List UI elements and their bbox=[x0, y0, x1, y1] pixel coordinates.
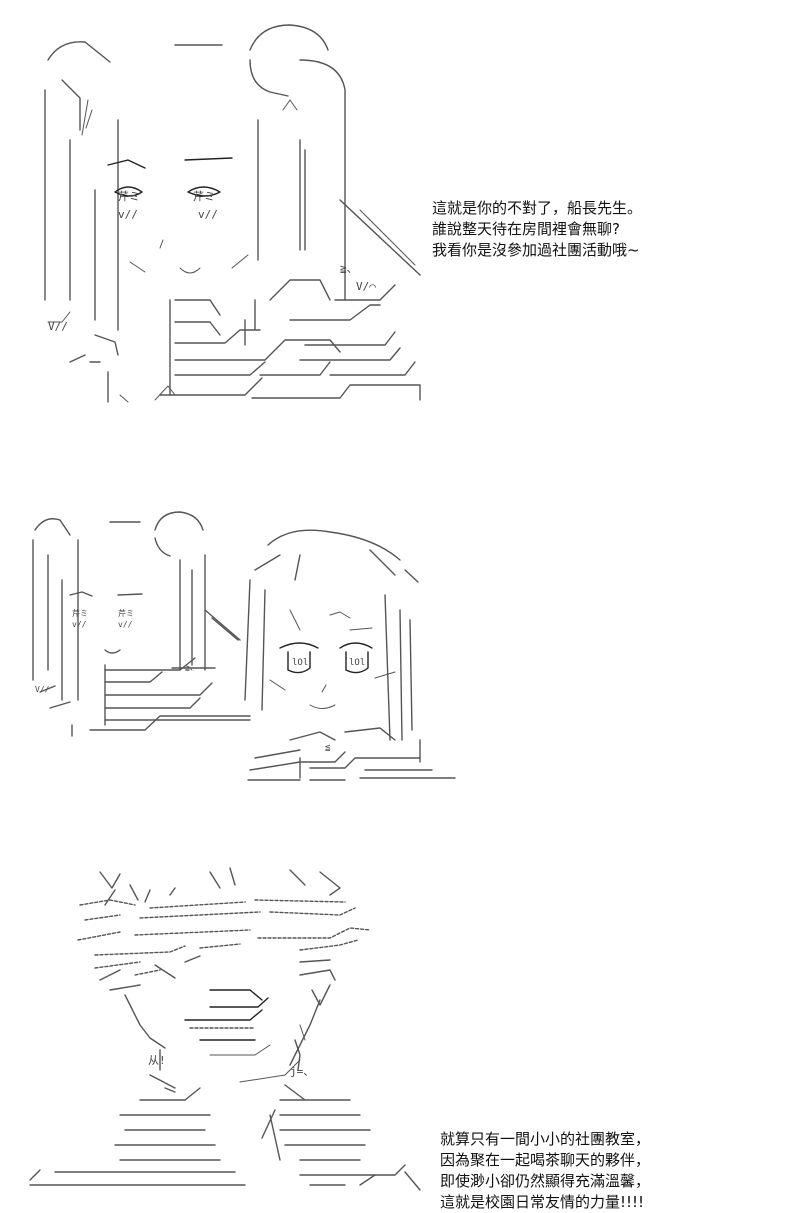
svg-text:≦: ≦ bbox=[325, 743, 331, 753]
svg-text:lOl: lOl bbox=[349, 658, 365, 668]
svg-text:v//: v// bbox=[198, 208, 218, 221]
svg-text:v//: v// bbox=[118, 620, 133, 629]
svg-text:≧、: ≧、 bbox=[185, 663, 198, 672]
svg-text:从!: 从! bbox=[148, 1054, 166, 1067]
svg-text:芹ミ: 芹ミ bbox=[118, 190, 140, 203]
svg-text:V/⌒: V/⌒ bbox=[356, 280, 376, 293]
boy-with-spiky-hair-ascii-art: 从! j=、 bbox=[29, 867, 421, 1191]
svg-text:芹ミ: 芹ミ bbox=[118, 608, 134, 618]
speech-line: 即使渺小卻仍然顯得充滿溫馨， bbox=[440, 1172, 651, 1190]
svg-text:芹ミ: 芹ミ bbox=[193, 190, 215, 203]
svg-text:v//: v// bbox=[118, 208, 138, 221]
speech-line: 因為聚在一起喝茶聊天的夥伴， bbox=[440, 1151, 651, 1169]
svg-text:V//: V// bbox=[48, 320, 68, 333]
panel-3: 从! j=、 bbox=[0, 860, 800, 1200]
svg-text:芹ミ: 芹ミ bbox=[72, 608, 88, 618]
speech-line: 誰說整天待在房間裡會無聊? bbox=[432, 220, 620, 238]
two-girls-ascii-art: 芹ミ 芹ミ v// v// V// ≧、 bbox=[32, 511, 456, 781]
svg-text:lOl: lOl bbox=[292, 658, 308, 668]
girl-with-tiara-ascii-art: 芹ミ 芹ミ v// v// ≧、 V/⌒ bbox=[44, 24, 421, 403]
svg-text:≧、: ≧、 bbox=[340, 262, 358, 275]
speech-line: 我看你是沒參加過社團活動哦~ bbox=[432, 241, 640, 259]
speech-line: 這就是你的不對了，船長先生。 bbox=[432, 199, 643, 217]
svg-text:v//: v// bbox=[72, 620, 87, 629]
svg-text:V//: V// bbox=[35, 685, 50, 694]
speech-line: 就算只有一間小小的社團教室， bbox=[440, 1130, 651, 1148]
speech-text-1: 這就是你的不對了，船長先生。 誰說整天待在房間裡會無聊? 我看你是沒參加過社團活… bbox=[432, 198, 642, 261]
panel-2: 芹ミ 芹ミ v// v// V// ≧、 bbox=[0, 500, 800, 1211]
svg-text:j=、: j=、 bbox=[290, 1065, 314, 1078]
panel-1: 芹ミ 芹ミ v// v// ≧、 V/⌒ bbox=[0, 0, 800, 420]
